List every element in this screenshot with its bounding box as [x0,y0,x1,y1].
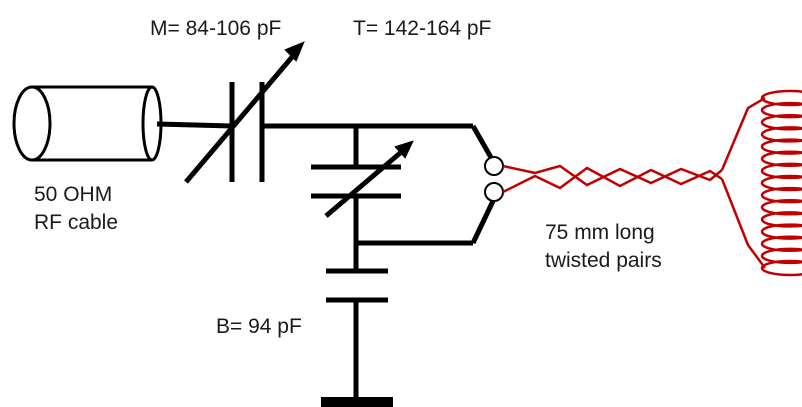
twisted-pair [502,164,723,194]
coil-turn [760,211,802,228]
terminal-bottom [484,182,504,202]
coil-turn [760,114,802,131]
cable-lead-wire [156,121,233,129]
coil-turn [760,259,802,277]
blocking-capacitor-label: B= 94 pF [216,315,302,338]
coil-turn [760,89,802,107]
match-capacitor-label: M= 84-106 pF [150,17,282,40]
cable-label-line2: RF cable [34,211,119,234]
twisted-pair-label-line2: twisted pairs [545,249,662,272]
tune-capacitor-label: T= 142-164 pF [353,17,492,40]
coil-turn [760,150,802,167]
coil-turn [760,199,802,216]
blocking-capacitor [326,268,388,303]
coil-turn [760,162,802,180]
coil-turn [760,138,802,155]
rf-cable [12,85,163,162]
coil-turn [760,174,802,192]
coil-turn [760,247,802,265]
terminal-top [484,156,504,176]
coil-turn [760,101,802,119]
twisted-pair-label-line1: 75 mm long [545,221,655,244]
match-capacitor [184,41,305,184]
rf-coil [760,89,802,277]
coil-leads [720,96,767,269]
ground-symbol [321,397,393,407]
top-lead-diagonal [470,124,496,163]
coil-turn [760,186,802,204]
cable-label-line1: 50 OHM [34,183,113,206]
tune-capacitor [311,140,414,218]
coil-turn [760,235,802,252]
coil-turn [760,126,802,143]
bottom-lead-diagonal [470,199,496,245]
coil-turn [760,223,802,240]
